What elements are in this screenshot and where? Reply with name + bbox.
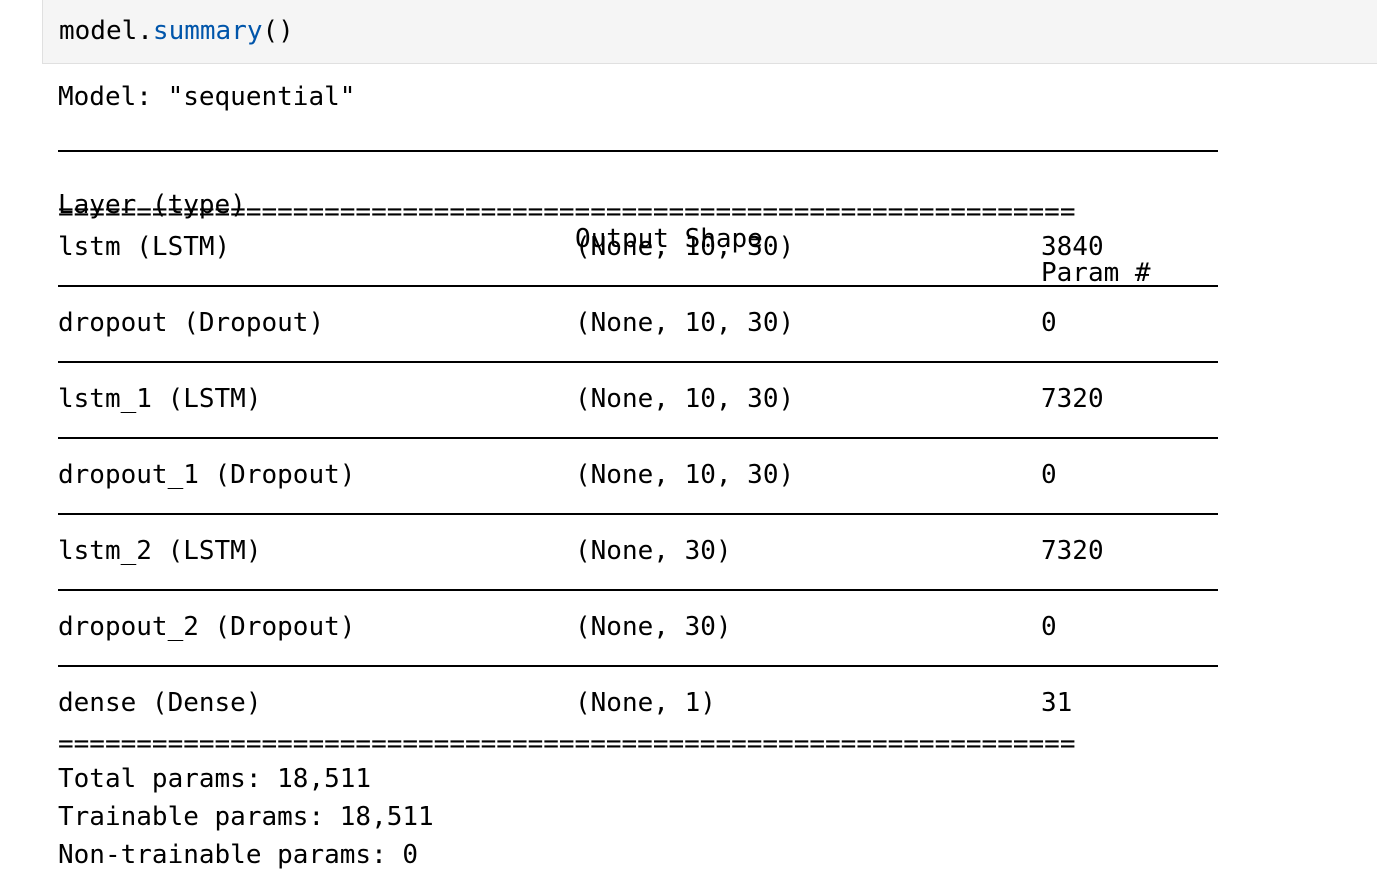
header-layer: Layer (type) (58, 190, 246, 220)
trainable-params: Trainable params: 18,511 (58, 802, 434, 832)
output-shape-cell: (None, 10, 30) (575, 308, 795, 338)
output-shape-cell: (None, 30) (575, 612, 732, 642)
header-separator: ========================================… (58, 197, 1076, 227)
table-row: dropout_1 (Dropout) (None, 10, 30) 0 (58, 458, 1218, 492)
table-row: dense (Dense) (None, 1) 31 (58, 686, 1218, 720)
code-object: model. (59, 16, 153, 46)
layer-name-cell: dense (Dense) (58, 688, 262, 718)
layer-name-cell: lstm (LSTM) (58, 232, 231, 262)
output-shape-cell: (None, 10, 30) (575, 232, 795, 262)
layer-name-cell: dropout_2 (Dropout) (58, 612, 356, 642)
table-row: lstm_2 (LSTM) (None, 30) 7320 (58, 534, 1218, 568)
row-divider (58, 513, 1218, 515)
output-shape-cell: (None, 10, 30) (575, 460, 795, 490)
header-output-shape: Output Shape (575, 224, 763, 254)
table-header-row: Layer (type) Output Shape Param # (58, 154, 1218, 288)
header-top-rule (58, 150, 1218, 152)
param-count-cell: 0 (1041, 460, 1057, 490)
output-shape-cell: (None, 10, 30) (575, 384, 795, 414)
param-count-cell: 0 (1041, 612, 1057, 642)
model-name-line: Model: "sequential" (58, 82, 356, 112)
cell-output: Model: "sequential" Layer (type) Output … (58, 0, 1218, 870)
row-divider (58, 665, 1218, 667)
layer-name-cell: lstm_1 (LSTM) (58, 384, 262, 414)
table-row: dropout_2 (Dropout) (None, 30) 0 (58, 610, 1218, 644)
table-row: dropout (Dropout) (None, 10, 30) 0 (58, 306, 1218, 340)
output-shape-cell: (None, 30) (575, 536, 732, 566)
row-divider (58, 589, 1218, 591)
table-row: lstm_1 (LSTM) (None, 10, 30) 7320 (58, 382, 1218, 416)
table-row: lstm (LSTM) (None, 10, 30) 3840 (58, 230, 1218, 264)
param-count-cell: 7320 (1041, 384, 1104, 414)
total-params: Total params: 18,511 (58, 764, 372, 794)
row-divider (58, 285, 1218, 287)
layer-name-cell: dropout (Dropout) (58, 308, 325, 338)
footer-separator: ========================================… (58, 729, 1076, 759)
non-trainable-params: Non-trainable params: 0 (58, 840, 419, 870)
row-divider (58, 437, 1218, 439)
row-divider (58, 361, 1218, 363)
layer-name-cell: lstm_2 (LSTM) (58, 536, 262, 566)
code-line: model.summary() (59, 14, 294, 48)
code-method: summary (152, 16, 263, 46)
code-input-cell[interactable]: model.summary() (42, 0, 1377, 64)
param-count-cell: 31 (1041, 688, 1073, 718)
output-shape-cell: (None, 1) (575, 688, 716, 718)
layer-name-cell: dropout_1 (Dropout) (58, 460, 356, 490)
param-count-cell: 0 (1041, 308, 1057, 338)
param-count-cell: 3840 (1041, 232, 1104, 262)
param-count-cell: 7320 (1041, 536, 1104, 566)
code-suffix: () (262, 16, 294, 46)
header-param-count: Param # (1041, 258, 1151, 288)
